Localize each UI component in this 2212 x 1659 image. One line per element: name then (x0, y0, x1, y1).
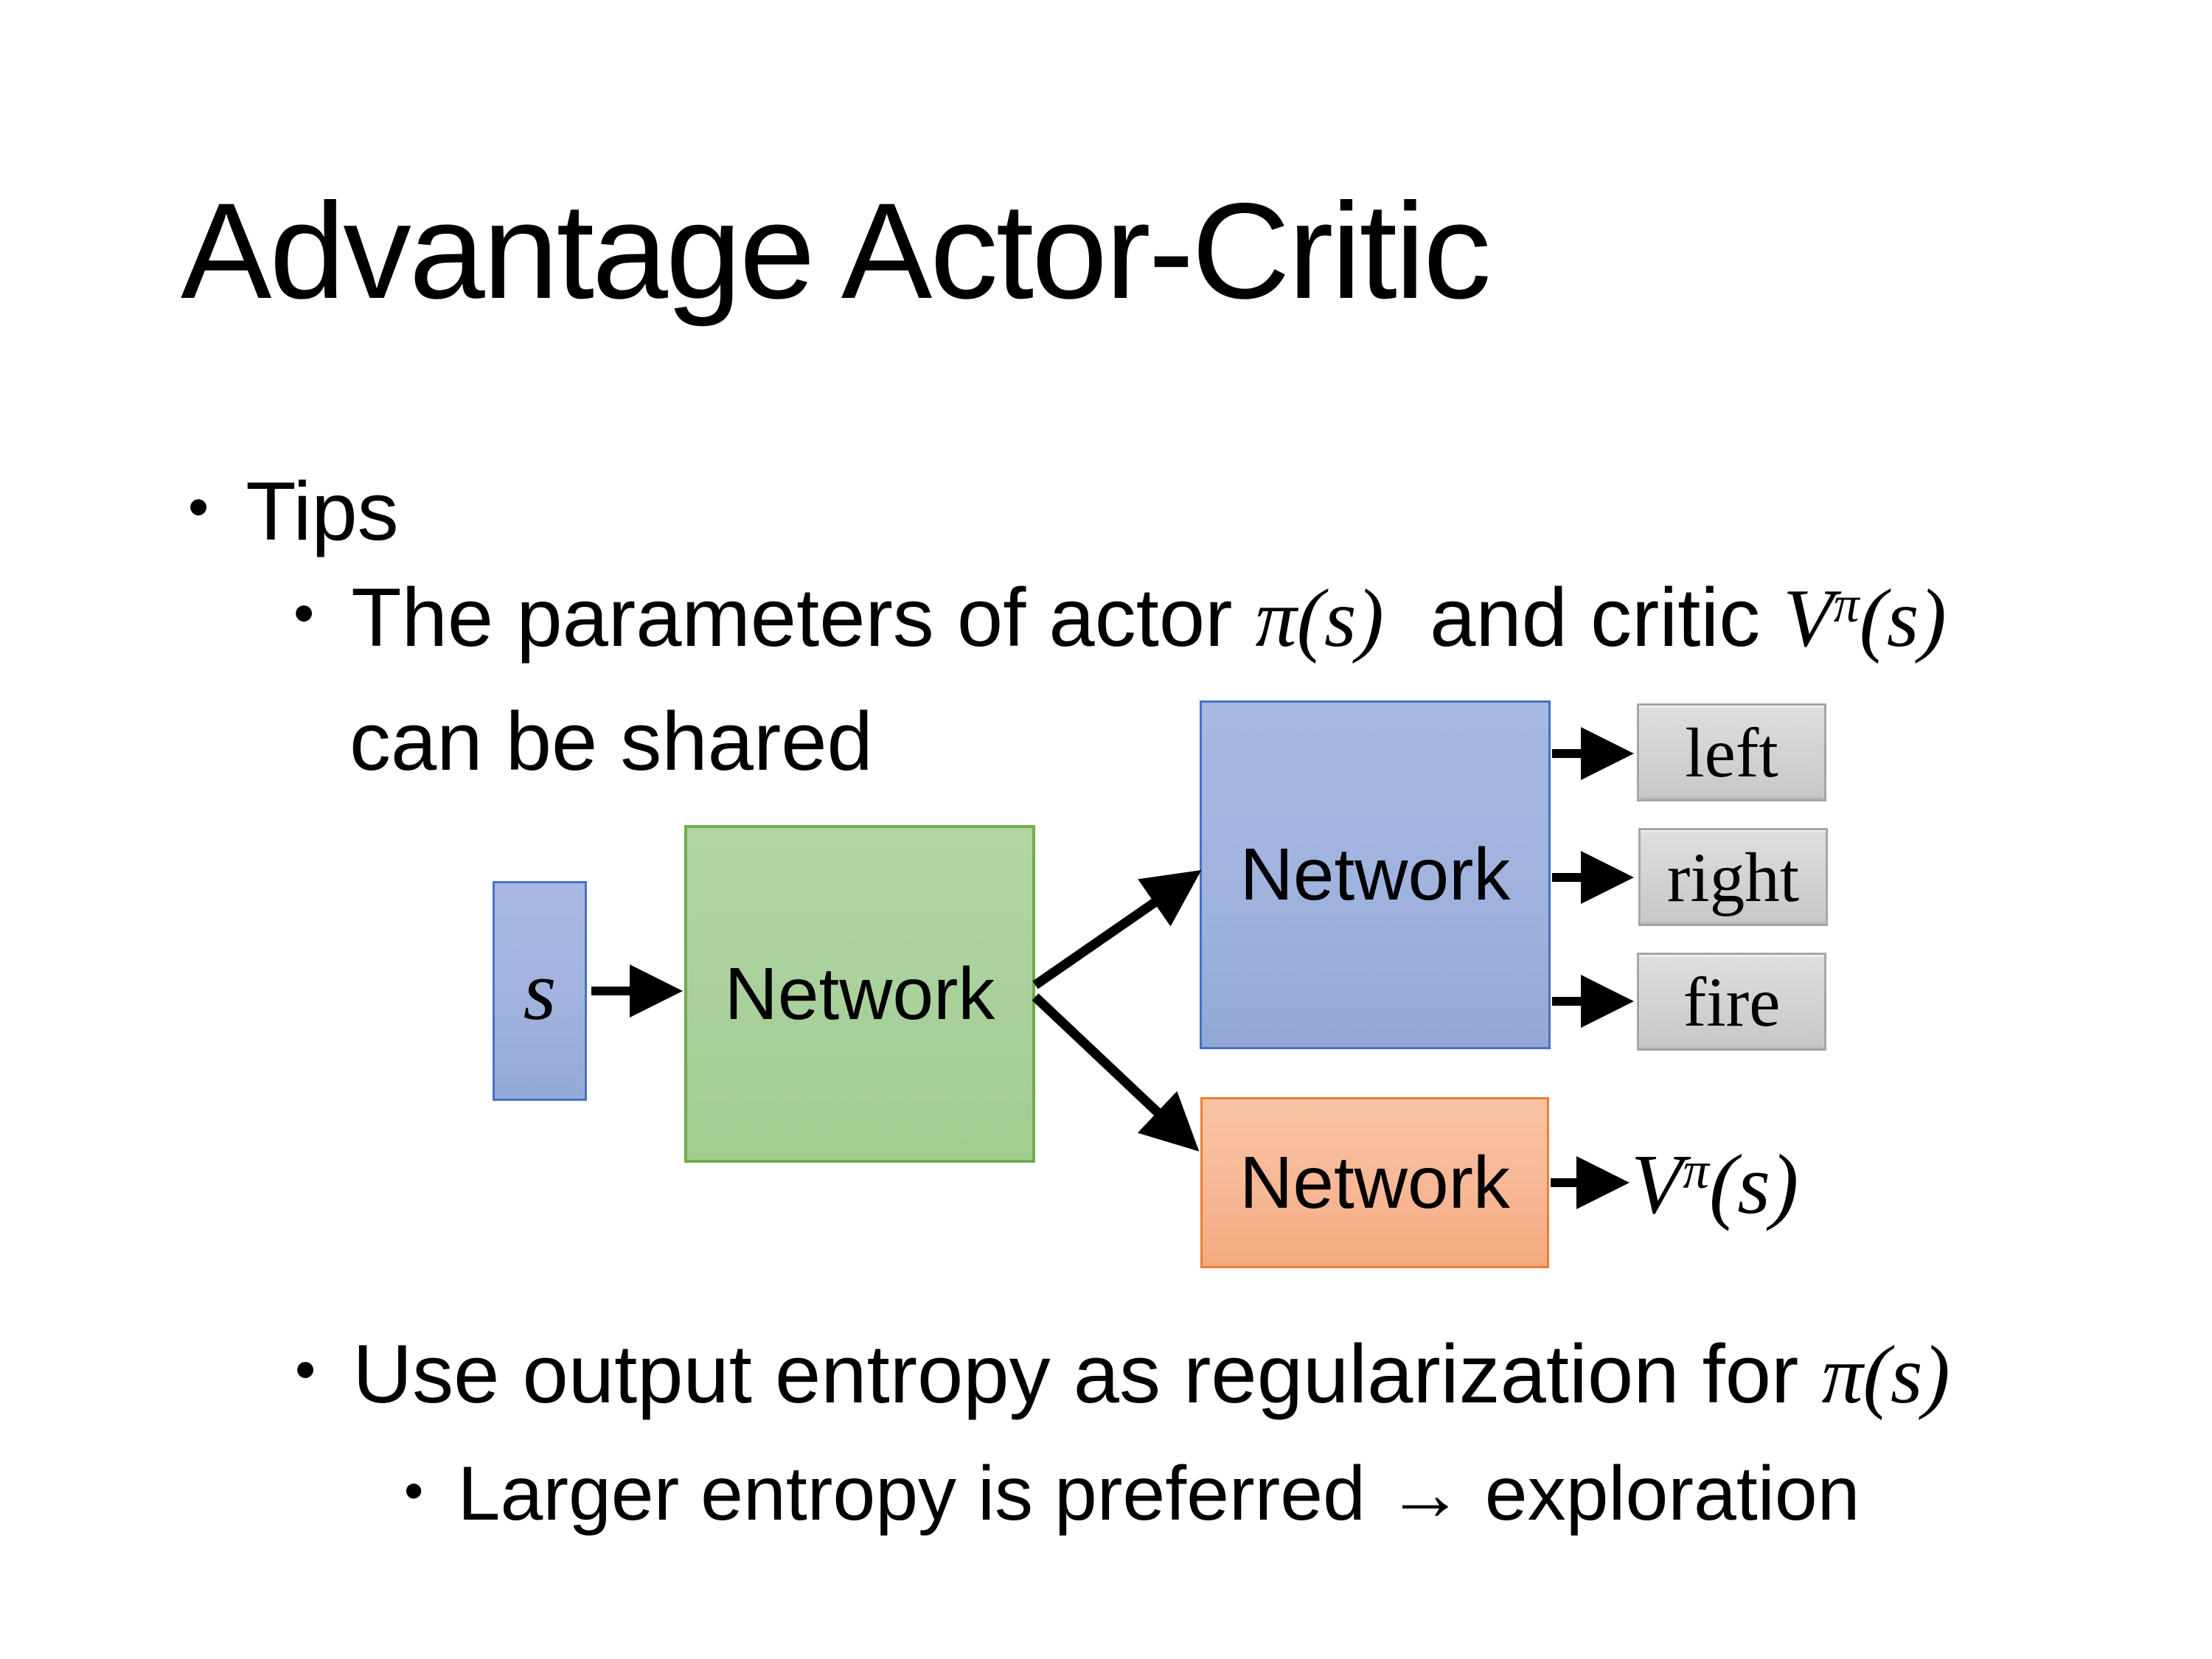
action-label-fire: fire (1683, 962, 1781, 1041)
entropy-text: Use output entropy as regularization for… (352, 1326, 1950, 1424)
exploration-text: Larger entropy is preferred → exploratio… (457, 1451, 1860, 1537)
bullet-line-shared-params: • The parameters of actor π(s) and criti… (293, 569, 1947, 667)
shared-network-label: Network (724, 952, 995, 1035)
math-pi-s: π(s) (1821, 1329, 1950, 1421)
shared-params-line2: can be shared (349, 695, 873, 787)
critic-output-value: Vπ(s) (1631, 1135, 1798, 1234)
entropy-text-1: Use output entropy as regularization for (352, 1328, 1822, 1420)
slide-title: Advantage Actor-Critic (181, 175, 1492, 327)
bullet-line-entropy: • Use output entropy as regularization f… (295, 1326, 1950, 1424)
bullet-line-shared-params-cont: can be shared (349, 693, 873, 790)
math-V-args: (s) (1708, 1138, 1799, 1231)
shared-params-text-2: and critic (1383, 571, 1784, 664)
actor-network-box: Network (1200, 700, 1551, 1049)
math-V: V (1783, 573, 1834, 664)
math-pi-s: π(s) (1255, 573, 1384, 664)
bullet-icon: • (188, 473, 209, 540)
arrow-shared-to-critic (1032, 993, 1200, 1152)
state-label: s (523, 944, 557, 1037)
action-box-right: right (1638, 828, 1828, 926)
critic-network-label: Network (1239, 1141, 1510, 1224)
arrow-shared-to-actor (1032, 870, 1202, 990)
state-box: s (493, 881, 587, 1101)
bullet-line-tips: • Tips (188, 463, 399, 560)
tips-label: Tips (246, 465, 399, 557)
bullet-icon: • (293, 580, 315, 647)
math-V: V (1631, 1138, 1683, 1231)
bullet-icon: • (295, 1336, 316, 1403)
shared-params-text: The parameters of actor π(s) and critic … (351, 569, 1947, 667)
math-V-args: (s) (1859, 573, 1947, 664)
action-box-fire: fire (1637, 953, 1826, 1051)
math-V-sup-pi: π (1833, 576, 1860, 633)
bullet-icon: • (404, 1458, 424, 1521)
math-V-sup-pi: π (1683, 1141, 1709, 1200)
actor-network-label: Network (1239, 833, 1511, 916)
bullet-line-exploration: • Larger entropy is preferred → explorat… (404, 1449, 1860, 1540)
action-box-left: left (1637, 703, 1826, 801)
action-label-right: right (1666, 838, 1800, 917)
critic-network-box: Network (1200, 1097, 1549, 1268)
action-label-left: left (1685, 713, 1778, 792)
shared-network-box: Network (684, 825, 1035, 1163)
shared-params-text-1: The parameters of actor (351, 571, 1256, 664)
